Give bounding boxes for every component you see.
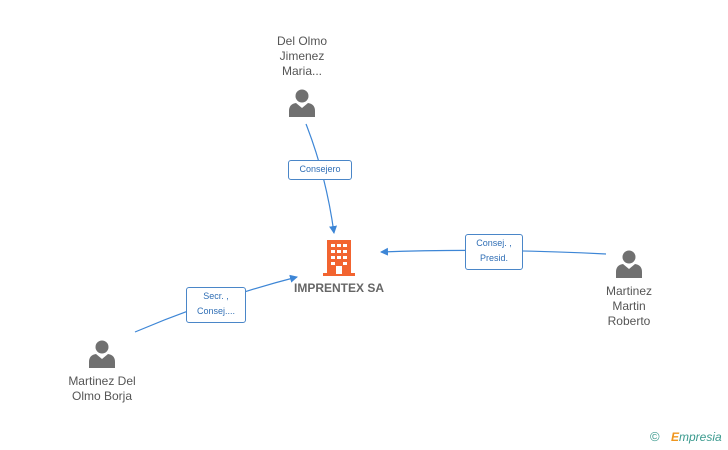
- relation-label-line: Secr. ,: [203, 291, 229, 301]
- relation-label-line: Consej....: [196, 306, 236, 316]
- person-name-line: Olmo Borja: [71, 389, 133, 403]
- person-name: Martinez Del Olmo Borja: [50, 374, 154, 404]
- person-name: Martinez Martin Roberto: [590, 284, 668, 329]
- empresia-logo[interactable]: Empresia: [671, 430, 722, 444]
- person-icon: [616, 250, 642, 278]
- person-name-line: Martin: [612, 299, 646, 313]
- company-name[interactable]: IMPRENTEX SA: [293, 281, 384, 295]
- building-icon[interactable]: [323, 240, 355, 281]
- person-node-martinez-martin[interactable]: Martinez Martin Roberto: [590, 248, 668, 329]
- person-icon: [89, 340, 115, 368]
- relation-label-line: Presid.: [479, 253, 508, 263]
- person-name-line: Maria...: [281, 64, 322, 78]
- relation-label-line: Consej. ,: [476, 238, 512, 248]
- relation-label-consej-presid[interactable]: Consej. , Presid.: [465, 234, 523, 270]
- person-name-line: Roberto: [607, 314, 651, 328]
- person-icon: [289, 89, 315, 117]
- relation-label-secr-consej[interactable]: Secr. , Consej....: [186, 287, 246, 323]
- person-node-del-olmo-jimenez[interactable]: Del Olmo Jimenez Maria...: [250, 34, 354, 117]
- person-name-line: Del Olmo: [276, 34, 327, 48]
- person-node-martinez-del-olmo[interactable]: Martinez Del Olmo Borja: [50, 338, 154, 404]
- copyright-icon: ©: [650, 429, 660, 444]
- person-name-line: Martinez: [605, 284, 652, 298]
- relation-label-line: Consejero: [299, 164, 341, 174]
- empresia-logo-text: mpresia: [679, 430, 722, 444]
- empresia-logo-initial: E: [671, 430, 680, 444]
- person-name-line: Jimenez: [279, 49, 325, 63]
- person-name: Del Olmo Jimenez Maria...: [250, 34, 354, 79]
- person-name-line: Martinez Del: [68, 374, 136, 388]
- relation-label-consejero[interactable]: Consejero: [288, 160, 352, 180]
